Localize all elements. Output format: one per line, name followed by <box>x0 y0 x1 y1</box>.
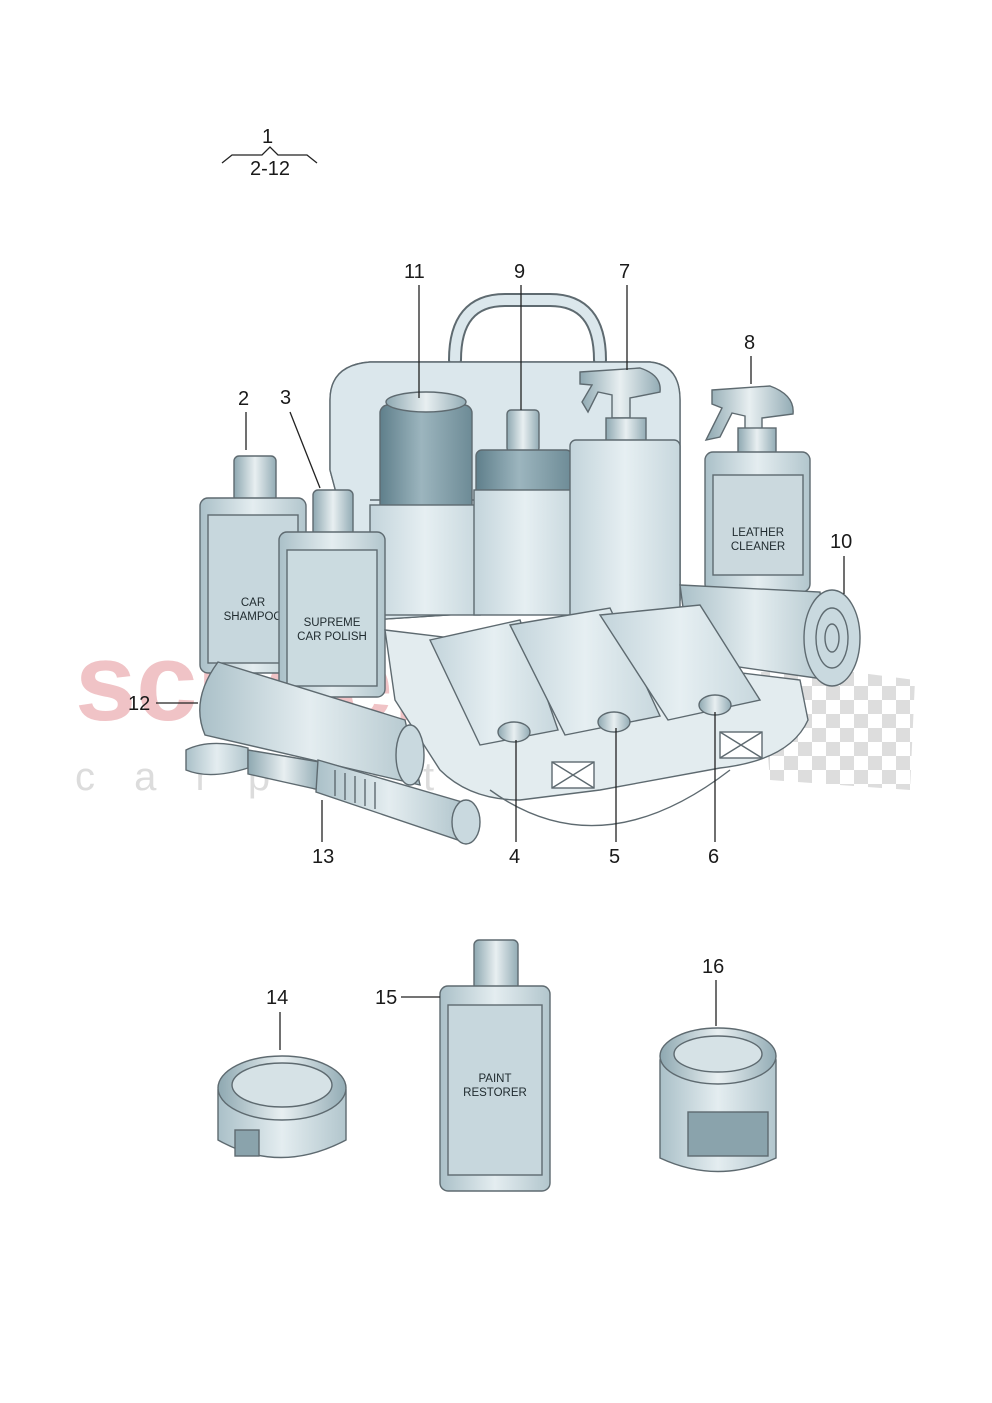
callout-16: 16 <box>702 956 724 978</box>
paint-restorer-label-1: PAINT <box>478 1073 511 1085</box>
assembly-number: 1 <box>262 126 273 148</box>
jar-16 <box>659 1027 777 1173</box>
carry-tray <box>384 604 809 827</box>
callout-2: 2 <box>238 388 249 410</box>
bracket-brace <box>221 146 318 164</box>
car-polish-label-1: SUPREME <box>304 617 361 629</box>
callout-10: 10 <box>830 531 852 553</box>
paint-restorer-bottle: PAINT RESTORER <box>439 939 551 1192</box>
assembly-bracket: 1 2-12 <box>221 126 318 180</box>
jar-14 <box>217 1055 347 1159</box>
car-shampoo-label-1: CAR <box>241 597 265 609</box>
callout-13: 13 <box>312 846 334 868</box>
care-kit-illustration: LEATHER CLEANER CAR SHAMPOO SUPREME CAR … <box>185 293 861 845</box>
callout-4: 4 <box>509 846 520 868</box>
callout-14: 14 <box>266 987 288 1009</box>
spray-bottle-7 <box>569 367 681 621</box>
callout-8: 8 <box>744 332 755 354</box>
leather-cleaner-bottle: LEATHER CLEANER <box>704 385 811 593</box>
brush-13 <box>185 742 481 845</box>
callout-7: 7 <box>619 261 630 283</box>
leather-cleaner-label-2: CLEANER <box>731 541 785 553</box>
callout-9: 9 <box>514 261 525 283</box>
callout-15: 15 <box>375 987 397 1009</box>
assembly-range: 2-12 <box>250 158 290 180</box>
car-shampoo-label-2: SHAMPOO <box>224 611 283 623</box>
bottle-9 <box>473 409 577 616</box>
leader-3 <box>289 411 321 489</box>
bottle-11 <box>369 391 481 616</box>
callout-5: 5 <box>609 846 620 868</box>
cloth-12 <box>199 661 425 786</box>
callout-12: 12 <box>128 693 150 715</box>
paint-restorer-label-2: RESTORER <box>463 1087 527 1099</box>
pocket-6 <box>598 604 762 721</box>
callout-6: 6 <box>708 846 719 868</box>
callout-11: 11 <box>404 261 425 283</box>
callout-3: 3 <box>280 387 291 409</box>
callout-labels: 2 3 4 5 6 7 8 9 10 11 12 13 14 15 16 <box>128 261 852 1050</box>
car-polish-label-2: CAR POLISH <box>297 631 367 643</box>
car-polish-bottle: SUPREME CAR POLISH <box>278 489 386 698</box>
leather-cleaner-label-1: LEATHER <box>732 527 784 539</box>
